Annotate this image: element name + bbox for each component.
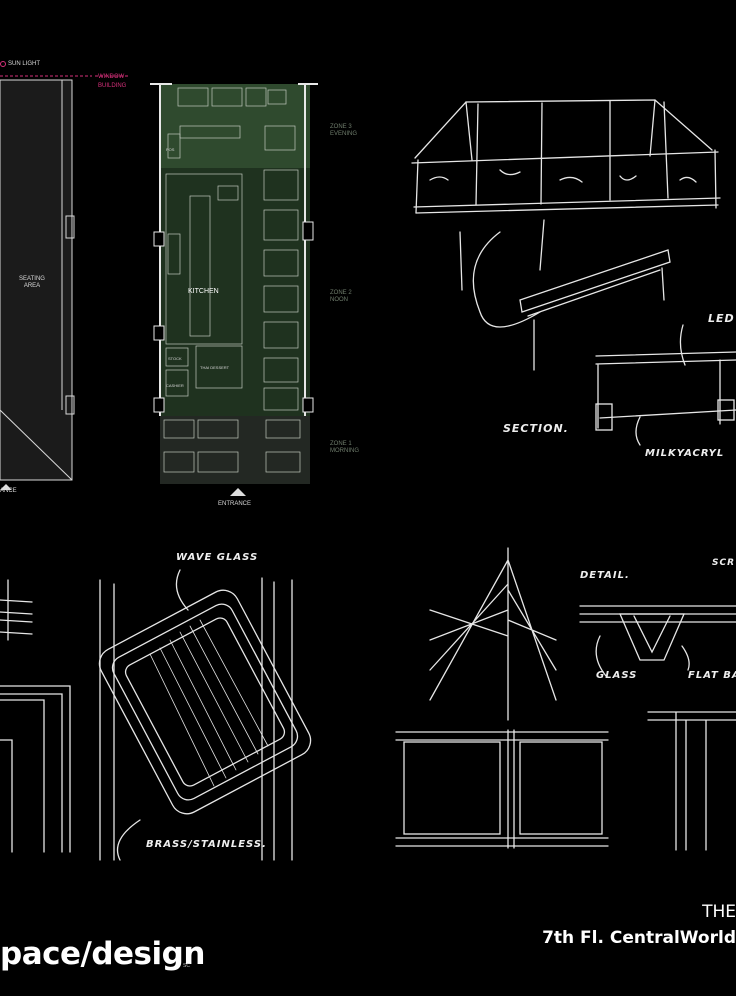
brass-stainless-note: BRASS/STAINLESS. [146, 839, 267, 850]
pos-label: POS [166, 147, 175, 152]
wave-glass-note: WAVE GLASS [176, 552, 259, 563]
glass-panel-sketch [0, 569, 312, 861]
main-floor-plan [0, 75, 318, 496]
detail-sketch [395, 547, 736, 851]
building-label: BUILDING [98, 83, 127, 89]
stock-label: STOCK [168, 356, 182, 361]
entrance-left-label: ANCE [0, 488, 17, 494]
scr-note: SCR [712, 558, 736, 568]
window-label: WINDOW [98, 74, 125, 80]
kitchen-label: KITCHEN [188, 288, 219, 295]
entrance-label: ENTRANCE [218, 501, 252, 507]
led-note: LED [708, 312, 735, 325]
detail-note: DETAIL. [580, 570, 630, 581]
canopy-sketch [411, 99, 736, 446]
thai-dessert-label: THAI DESSERT [200, 365, 230, 370]
zone1-label: ZONE 1 MORNING [330, 441, 359, 454]
zone2-label: ZONE 2 NOON [330, 290, 352, 303]
flat-bar-note: FLAT BA [688, 670, 736, 681]
project-location: 7th Fl. CentralWorld [542, 928, 736, 948]
seating-area-label: SEATING AREA [19, 276, 45, 289]
project-title: THE [702, 902, 736, 922]
milky-acrylic-note: MILKYACRYL [645, 448, 725, 459]
glass-note: GLASS [596, 670, 638, 681]
section-note: SECTION. [503, 422, 569, 435]
zone3-label: ZONE 3 EVENING [330, 124, 358, 137]
sun-light-label: SUN LIGHT [8, 61, 41, 67]
brand-logo: pace/design [0, 936, 205, 972]
brand-sub: SC [183, 963, 190, 969]
left-floor-plan [0, 61, 92, 481]
cashier-label: CASHIER [166, 383, 184, 388]
